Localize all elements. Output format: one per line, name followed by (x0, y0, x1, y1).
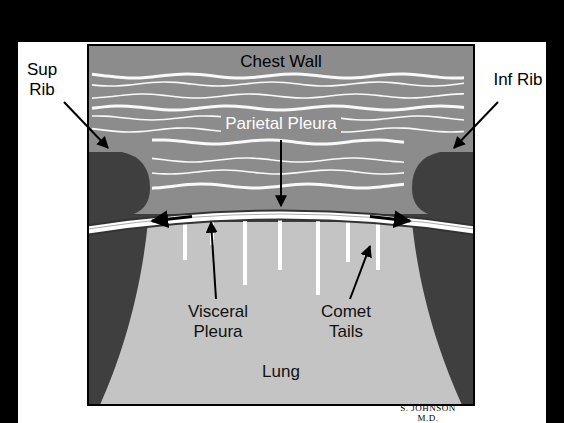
tissue-line (152, 140, 404, 144)
pleura-gap (88, 214, 474, 229)
inferior-rib (412, 152, 474, 216)
tissue-line (152, 158, 404, 162)
comet-tail (316, 216, 320, 295)
leader-line (211, 222, 216, 299)
tissue-line (152, 184, 404, 188)
comet-tail (183, 219, 187, 260)
chest-wall (88, 45, 474, 405)
frame (88, 45, 474, 405)
tissue-line (92, 94, 464, 98)
part-label: Comet Tails (306, 302, 386, 341)
tissue-lines (92, 74, 464, 188)
sliding-arrow (152, 217, 192, 222)
comet-tail (346, 217, 350, 262)
signature: S. JOHNSON M.D. (391, 403, 465, 423)
part-label: Sup Rib (17, 60, 67, 99)
sliding-arrow (370, 217, 410, 222)
part-label: Visceral Pleura (178, 302, 258, 341)
comet-tail (243, 216, 247, 285)
tissue-line (152, 170, 404, 174)
tissue-line (92, 74, 464, 78)
leader-line (350, 246, 370, 299)
pleura-outline (88, 215, 474, 230)
leader-line (64, 102, 108, 148)
part-label: Lung (261, 362, 301, 382)
comet-tail (278, 215, 282, 270)
part-label: Parietal Pleura (221, 114, 341, 134)
tissue-line (92, 82, 464, 86)
leader-line (454, 102, 498, 148)
leader-line (280, 140, 282, 206)
part-label: Chest Wall (236, 52, 326, 72)
superior-rib (88, 152, 150, 216)
white-panel (18, 42, 546, 423)
pleural-line (88, 215, 474, 230)
part-label: Inf Rib (492, 70, 544, 90)
comet-tail (376, 219, 380, 270)
tissue-line (92, 106, 464, 110)
rib-shadow (88, 214, 474, 405)
